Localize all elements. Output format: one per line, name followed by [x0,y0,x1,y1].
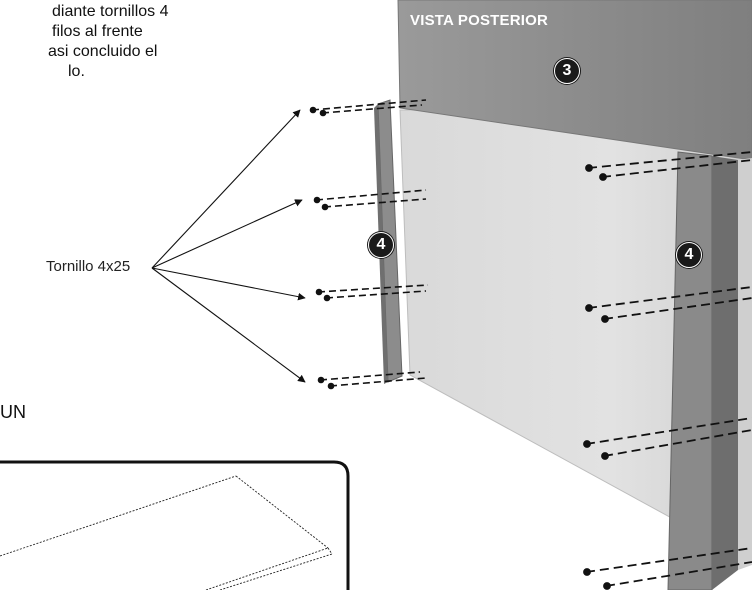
instruction-line: filos al frente [52,23,143,40]
screw-icon [309,99,429,390]
screw-icon [583,151,752,590]
right-rail-side [712,156,738,590]
right-rail-edge [738,158,752,570]
screw-callout-label: Tornillo 4x25 [46,258,131,275]
partial-text: UN [0,402,26,422]
instruction-line: diante tornillos 4 [52,3,169,20]
inset-frame [0,460,350,590]
instruction-line: lo. [68,63,85,80]
part-number-badge: 3 [554,58,580,84]
part-number-badge: 4 [368,232,394,258]
part-number-badge: 4 [676,242,702,268]
instruction-line: asi concluido el [48,43,158,60]
arrow-icon [151,109,306,383]
view-title: VISTA POSTERIOR [410,12,549,29]
inset-board [0,475,333,590]
